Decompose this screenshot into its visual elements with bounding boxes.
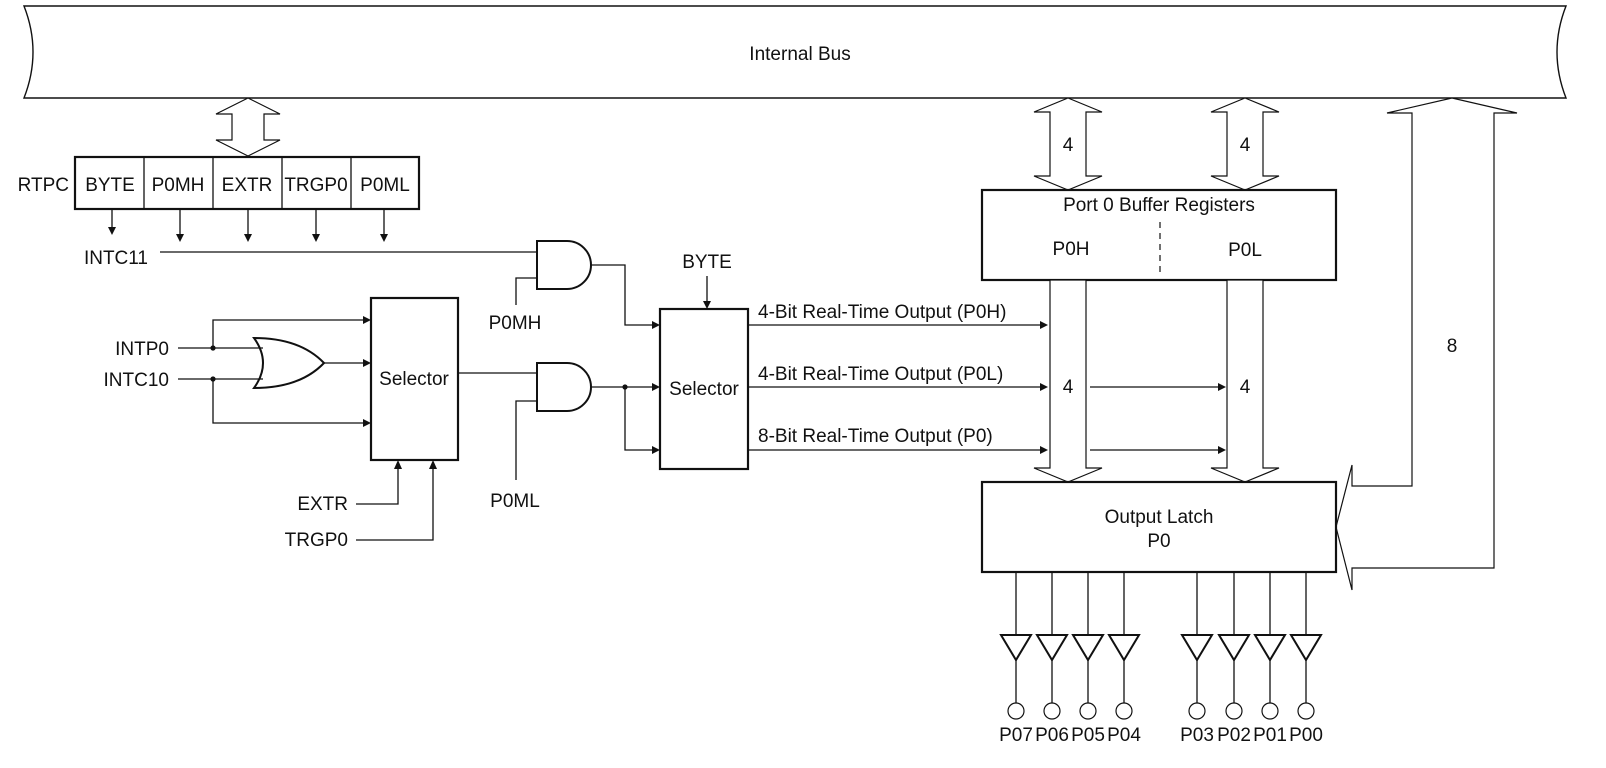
bus-to-buffer-arrows: 4 4 (1033, 97, 1280, 191)
latch-line1: Output Latch (1105, 507, 1214, 528)
rtpc-control-arrows (108, 209, 388, 242)
pin-p01: P01 (1253, 572, 1287, 746)
internal-bus: Internal Bus (22, 5, 1568, 99)
p0l-to-latch-width: 4 (1240, 377, 1251, 398)
output-p0h-label: 4-Bit Real-Time Output (P0H) (758, 302, 1006, 323)
pin-p00: P00 (1289, 572, 1323, 746)
port0-buffer-registers: Port 0 Buffer Registers P0H P0L (980, 188, 1338, 282)
latch-line2: P0 (1147, 531, 1170, 552)
p0ml-label: P0ML (490, 491, 540, 512)
rtpc-field-p0mh: P0MH (152, 175, 205, 196)
real-time-output-lines: 4-Bit Real-Time Output (P0H) 4-Bit Real-… (748, 302, 1048, 454)
buffer-title: Port 0 Buffer Registers (1063, 195, 1255, 216)
pin-p02: P02 (1217, 572, 1251, 746)
rtpc-label: RTPC (18, 175, 69, 196)
bus-to-p0h-width: 4 (1063, 135, 1074, 156)
pin-p04: P04 (1107, 572, 1141, 746)
pin-p05: P05 (1071, 572, 1105, 746)
selector-2-input-wires (591, 264, 660, 454)
output-pins: P07 P06 P05 P04 P03 (999, 572, 1323, 746)
rtpc-field-extr: EXTR (222, 175, 273, 196)
extr-label: EXTR (297, 494, 348, 515)
pin-p02-label: P02 (1217, 725, 1251, 746)
p0h-to-latch-width: 4 (1063, 377, 1074, 398)
pin-p05-label: P05 (1071, 725, 1105, 746)
rtpc-field-p0ml: P0ML (360, 175, 410, 196)
pin-p06-label: P06 (1035, 725, 1069, 746)
selector-1-control-wires (356, 460, 437, 541)
output-latch: Output Latch P0 (980, 480, 1338, 574)
pin-p06: P06 (1035, 572, 1069, 746)
rtpc-field-byte: BYTE (85, 175, 135, 196)
p0mh-label: P0MH (489, 313, 542, 334)
intc10-label: INTC10 (104, 370, 169, 391)
bus-to-p0l-width: 4 (1240, 135, 1251, 156)
intp0-label: INTP0 (115, 339, 169, 360)
interrupt-input-wires (178, 316, 371, 427)
byte-label: BYTE (682, 252, 732, 273)
bus-to-rtpc-arrow (215, 97, 281, 157)
or-gate (252, 336, 326, 390)
latch-to-bus-arrow: 8 (1335, 97, 1518, 591)
buffer-p0h: P0H (1053, 239, 1090, 260)
output-p0l-label: 4-Bit Real-Time Output (P0L) (758, 364, 1003, 385)
and-gate-p0ml: P0ML (458, 362, 592, 512)
selector-1: Selector (369, 296, 460, 462)
selector-2-label: Selector (669, 379, 739, 400)
pin-p04-label: P04 (1107, 725, 1141, 746)
pin-p00-label: P00 (1289, 725, 1323, 746)
selector-2: Selector BYTE (658, 252, 750, 471)
rtpc-field-trgp0: TRGP0 (284, 175, 347, 196)
trgp0-label: TRGP0 (285, 530, 348, 551)
buffer-p0l: P0L (1228, 240, 1262, 261)
internal-bus-label: Internal Bus (749, 44, 850, 65)
and-gate-p0mh: P0MH (489, 240, 592, 334)
pin-p07: P07 (999, 572, 1033, 746)
buffer-to-latch-arrows: 4 4 (1033, 279, 1280, 483)
pin-p07-label: P07 (999, 725, 1033, 746)
rtpc-register: RTPC BYTE P0MH EXTR TRGP0 P0ML (18, 155, 421, 242)
selector-1-label: Selector (379, 369, 449, 390)
intc11-label: INTC11 (84, 248, 148, 269)
pin-p03: P03 (1180, 572, 1214, 746)
output-p0-label: 8-Bit Real-Time Output (P0) (758, 426, 993, 447)
pin-p03-label: P03 (1180, 725, 1214, 746)
pin-p01-label: P01 (1253, 725, 1287, 746)
latch-to-bus-width: 8 (1447, 336, 1458, 357)
